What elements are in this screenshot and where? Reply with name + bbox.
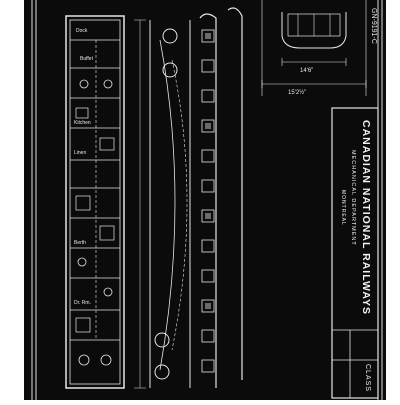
- dimension-width-1: 14'6": [300, 68, 313, 74]
- floor-plan: [65, 15, 125, 389]
- section-elevation: [134, 7, 243, 389]
- department-name: MECHANICAL DEPARTMENT: [350, 150, 356, 246]
- plan-label-berth: Berth: [74, 240, 86, 246]
- department-location: MONTREAL: [340, 190, 346, 226]
- window-column: [201, 29, 215, 373]
- end-elevation: [261, 0, 367, 96]
- plan-label-drawing-room: Dr. Rm.: [74, 300, 91, 306]
- class-label: CLASS: [364, 364, 371, 392]
- dimension-width-2: 15'2½": [288, 89, 306, 96]
- company-name: CANADIAN NATIONAL RAILWAYS: [360, 120, 372, 315]
- plan-label-kitchen: Kitchen: [74, 120, 91, 126]
- title-block: [331, 107, 379, 399]
- plan-label-dock: Dock: [76, 28, 88, 34]
- blueprint-background: [24, 0, 386, 400]
- plan-label-linen: Linen: [74, 150, 86, 156]
- drawing-number: GN-9191-C: [370, 8, 377, 44]
- plan-label-buffet: Buffet: [80, 56, 94, 62]
